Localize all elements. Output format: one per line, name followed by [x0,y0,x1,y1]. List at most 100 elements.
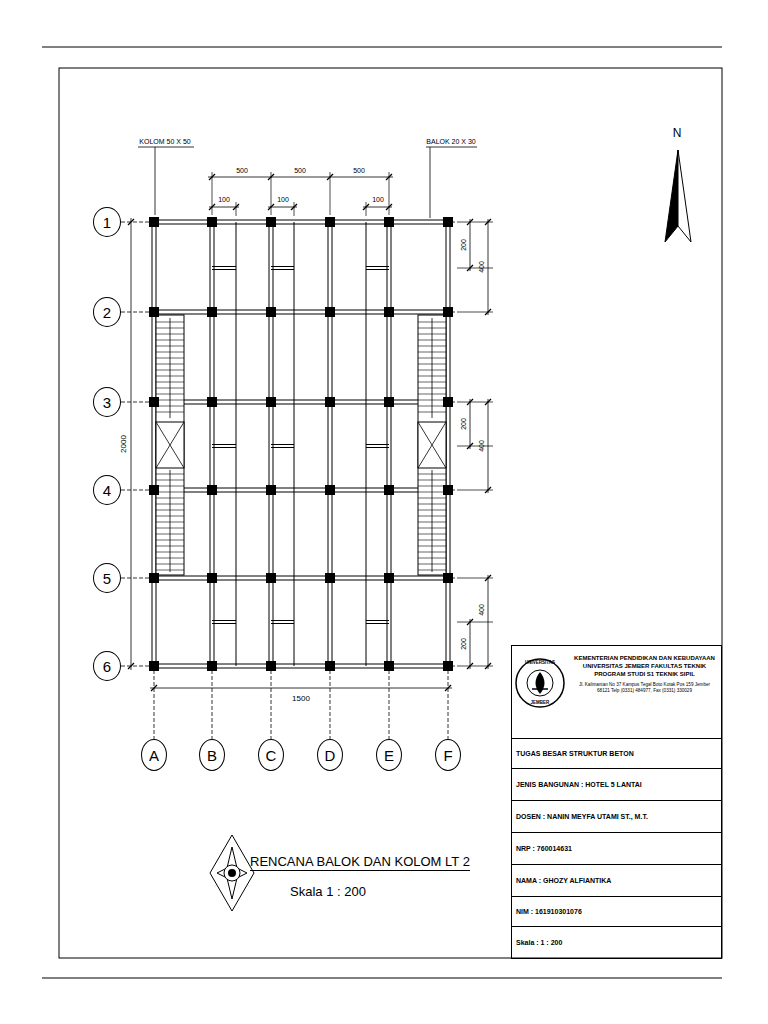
extension-line [389,172,390,215]
dimension-tick [363,204,369,210]
lift-box [156,422,184,468]
beam-line [150,492,452,493]
grid-label: 3 [103,395,111,410]
column-square [384,661,394,671]
dimension-text: 500 [294,167,306,174]
symbol-diamond [210,835,254,911]
title-block-cell: TUGAS BESAR STRUKTUR BETON [511,738,722,769]
title-block-text: DOSEN : NANIN MEYFA UTAMI ST., M.T. [516,813,648,820]
dimension-tick [467,399,473,405]
callout-text: KOLOM 50 X 50 [139,138,190,145]
lift-cross [418,422,446,468]
grid-label: E [384,748,394,763]
title-block-text: TUGAS BESAR STRUKTUR BETON [516,750,634,757]
column-square [443,217,453,227]
grid-line [121,666,150,667]
dimension-tick [445,685,451,691]
dimension-tick [128,663,134,669]
logo-text: JEMBER [531,701,550,706]
beam-line [150,576,452,577]
leader-line [138,147,194,148]
column-square [266,661,276,671]
dimension-line [150,688,452,689]
callout-text: BALOK 20 X 30 [426,138,475,145]
column-square [384,307,394,317]
dimension-tick [291,204,297,210]
north-arrow [665,150,678,242]
lift-box [418,422,446,468]
symbol-dot [228,869,236,877]
dimension-line [488,575,489,669]
title-block-cell: NRP : 760014631 [511,832,722,865]
symbol-star [217,847,247,899]
extension-line [366,202,367,216]
column-square [207,307,217,317]
beam-line [269,218,270,670]
column-square [325,217,335,227]
dimension-text: 100 [277,196,289,203]
grid-bubble: 1 [93,207,121,237]
grid-bubble: F [435,739,461,771]
dimension-text: 500 [353,167,365,174]
column-square [384,397,394,407]
joist-line [271,269,294,270]
grid-line [121,578,150,579]
dimension-tick [485,663,491,669]
dimension-text: 200 [460,638,467,650]
dimension-tick [386,174,392,180]
symbol-circle [224,865,240,881]
column-square [443,573,453,583]
column-square [266,217,276,227]
title-block-text: Skala : 1 : 200 [516,939,562,946]
university-logo [516,659,564,707]
stair-rail [170,470,171,572]
north-arrow [678,150,691,242]
grid-label: B [207,748,217,763]
lift-cross [418,422,446,468]
dimension-text: 2000 [120,435,128,453]
dimension-line [488,219,489,315]
dimension-tick [268,204,274,210]
sheet-border [59,68,722,958]
grid-line [389,670,390,739]
beam-line [150,664,452,665]
column-square [149,217,159,227]
leader-line [155,147,156,215]
joist-line [212,444,236,445]
dimension-line [208,177,393,178]
grid-line [121,312,150,313]
column-square [149,661,159,671]
grid-bubble: A [141,739,167,771]
dimension-tick [386,204,392,210]
grid-line [271,670,272,739]
joist-line [366,444,389,445]
grid-line [121,490,150,491]
grid-label: F [443,748,452,763]
joist-line [212,447,236,448]
column-square [149,307,159,317]
column-square [443,485,453,495]
grid-line [330,670,331,739]
beam-line [150,404,452,405]
logo-ring [516,659,564,707]
dimension-tick [209,174,215,180]
column-square [443,307,453,317]
joist-line [271,444,294,445]
column-square [149,573,159,583]
dimension-tick [209,204,215,210]
scale-text: Skala 1 : 200 [290,885,366,898]
beam-line [450,218,451,670]
dimension-tick [128,219,134,225]
title-block-cell: NAMA : GHOZY ALFIANTIKA [511,864,722,897]
dimension-text: 200 [460,239,467,251]
joist-line [366,447,389,448]
lift-cross [156,422,184,468]
grid-label: D [325,748,336,763]
beam-line [332,218,333,670]
dimension-tick [467,265,473,271]
dimension-tick [233,204,239,210]
grid-line [212,670,213,739]
dimension-text: 200 [460,418,467,430]
stair-rail [432,470,433,572]
